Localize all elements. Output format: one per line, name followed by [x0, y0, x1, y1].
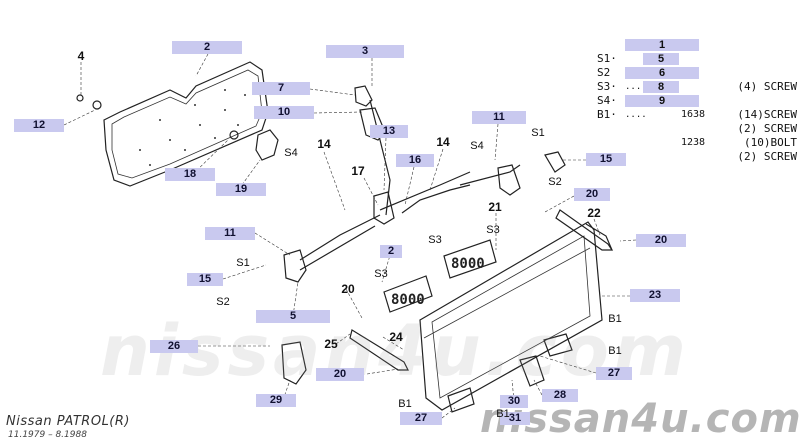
legend-code: S2: [597, 66, 611, 79]
fastener-label: S3: [428, 234, 442, 246]
callout-part-13[interactable]: 13: [370, 125, 408, 138]
fastener-legend: S1· 1 (4) SCREW S2 .... 5 1638 (2) SCREW…: [597, 38, 797, 163]
hinges: [281, 333, 573, 413]
lock-assembly-right: [497, 151, 566, 196]
callout-part-12[interactable]: 12: [14, 119, 64, 132]
callout-part-15[interactable]: 15: [586, 153, 626, 166]
callout-part-2[interactable]: 2: [380, 245, 402, 258]
legend-part-link[interactable]: 9: [625, 95, 699, 107]
license-plate-pads: 8000 8000: [383, 239, 497, 313]
callout-part-16[interactable]: 16: [396, 154, 434, 167]
callout-part-18[interactable]: 18: [165, 168, 215, 181]
callout-part-20[interactable]: 20: [636, 234, 686, 247]
legend-row: S3· 6 (14)SCREW: [597, 66, 797, 121]
legend-size: 1638: [681, 109, 706, 120]
fastener-label: S4: [284, 147, 298, 159]
callout-part-31[interactable]: 31: [500, 412, 530, 425]
legend-part-link[interactable]: 6: [625, 67, 699, 79]
callout-part-17[interactable]: 17: [351, 164, 365, 178]
fastener-label: S1: [531, 127, 545, 139]
legend-part-link[interactable]: 1: [625, 39, 699, 51]
legend-dots: ....: [625, 82, 647, 92]
callout-part-22[interactable]: 22: [587, 206, 601, 220]
fastener-label: B1: [496, 408, 510, 420]
callout-part-21[interactable]: 21: [488, 200, 502, 214]
legend-row: S4· .... 8 1238 (2) SCREW: [597, 80, 797, 163]
callout-part-15[interactable]: 15: [187, 273, 223, 286]
lock-assembly-left: [283, 191, 395, 283]
fastener-label: B1: [608, 313, 622, 325]
fastener-label: S3: [374, 268, 388, 280]
fastener-label: S4: [470, 140, 484, 152]
callout-part-26[interactable]: 26: [150, 340, 198, 353]
callout-part-11[interactable]: 11: [205, 227, 255, 240]
legend-desc: (2) SCREW: [737, 122, 797, 135]
tailgate-outer-panel: [419, 221, 613, 411]
callout-part-27[interactable]: 27: [400, 412, 442, 425]
callout-part-20[interactable]: 20: [341, 282, 355, 296]
callout-part-4[interactable]: 4: [77, 49, 85, 63]
control-rods: [299, 99, 521, 271]
legend-code: B1·: [597, 108, 617, 121]
callout-part-30[interactable]: 30: [500, 395, 528, 408]
legend-desc: (4) SCREW: [737, 80, 797, 93]
fastener-label: S2: [216, 296, 230, 308]
callout-part-23[interactable]: 23: [630, 289, 680, 302]
support-straps: [349, 209, 614, 371]
legend-row: B1· 9 (10)BOLT: [597, 94, 797, 149]
legend-code: S3·: [597, 80, 617, 93]
svg-text:8000: 8000: [391, 292, 425, 308]
callout-part-14[interactable]: 14: [317, 137, 331, 151]
callout-part-28[interactable]: 28: [542, 389, 578, 402]
legend-code: S1·: [597, 52, 617, 65]
legend-dots: ....: [625, 110, 647, 120]
callout-part-10[interactable]: 10: [254, 106, 314, 119]
leader-lines: [63, 53, 637, 419]
callout-part-27[interactable]: 27: [596, 367, 632, 380]
callout-part-19[interactable]: 19: [216, 183, 266, 196]
callout-part-29[interactable]: 29: [256, 394, 296, 407]
fastener-label: S1: [236, 257, 250, 269]
legend-desc: (2) SCREW: [737, 150, 797, 163]
callout-part-20[interactable]: 20: [574, 188, 610, 201]
legend-desc: (10)BOLT: [744, 136, 797, 149]
callout-part-24[interactable]: 24: [389, 330, 403, 344]
callout-part-3[interactable]: 3: [326, 45, 404, 58]
callout-part-25[interactable]: 25: [324, 337, 338, 351]
legend-code: S4·: [597, 94, 617, 107]
fastener-label: S2: [548, 176, 562, 188]
legend-part-link[interactable]: 8: [643, 81, 679, 93]
legend-desc: (14)SCREW: [737, 108, 797, 121]
callout-part-14[interactable]: 14: [436, 135, 450, 149]
fastener-label: B1: [398, 398, 412, 410]
svg-text:8000: 8000: [451, 256, 485, 272]
legend-size: 1238: [681, 137, 706, 148]
legend-row: S2 .... 5 1638 (2) SCREW: [597, 52, 797, 135]
legend-part-link[interactable]: 5: [643, 53, 679, 65]
callout-part-7[interactable]: 7: [252, 82, 310, 95]
legend-row: S1· 1 (4) SCREW: [597, 38, 797, 93]
callout-part-20[interactable]: 20: [316, 368, 364, 381]
callout-part-11[interactable]: 11: [472, 111, 526, 124]
callout-part-5[interactable]: 5: [256, 310, 330, 323]
callout-part-2[interactable]: 2: [172, 41, 242, 54]
production-dates: 11.1979 – 8.1988: [8, 430, 87, 440]
fastener-label: S3: [486, 224, 500, 236]
model-name: Nissan PATROL(R): [6, 414, 130, 429]
trim-clip: [76, 94, 239, 140]
fastener-label: B1: [608, 345, 622, 357]
